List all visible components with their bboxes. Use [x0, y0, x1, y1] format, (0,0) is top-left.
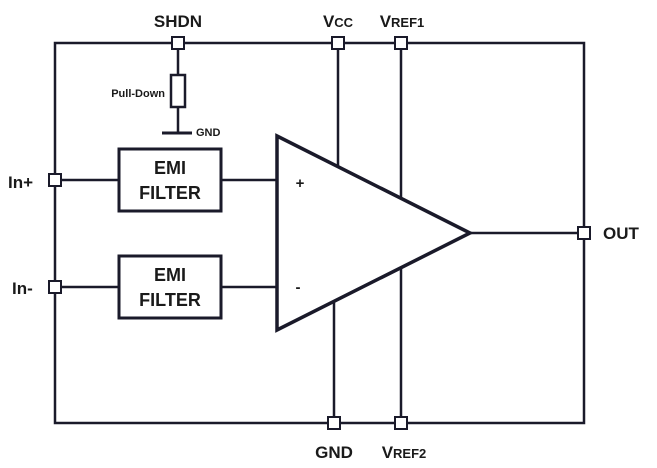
in-minus-pin — [48, 280, 62, 294]
pull-down-gnd-label: GND — [196, 127, 221, 139]
vcc-label-sub: CC — [334, 15, 353, 30]
pull-down-resistor — [169, 73, 187, 109]
gnd-pin — [327, 416, 341, 430]
vref2-label-sub: REF2 — [393, 446, 426, 461]
shdn-pin — [171, 36, 185, 50]
out-pin — [577, 226, 591, 240]
vref2-label: VREF2 — [382, 443, 427, 462]
vref2-label-main: V — [382, 443, 394, 462]
in-plus-pin — [48, 173, 62, 187]
vref1-label: VREF1 — [380, 12, 425, 31]
vref1-label-sub: REF1 — [391, 15, 424, 30]
gnd-label: GND — [315, 443, 353, 462]
vcc-pin — [331, 36, 345, 50]
op-amp-minus-sign: - — [296, 279, 301, 296]
vref1-label-main: V — [380, 12, 392, 31]
vref1-pin — [394, 36, 408, 50]
emi-filter-plus-line1: EMI — [154, 158, 186, 178]
emi-filter-minus-line1: EMI — [154, 265, 186, 285]
vcc-label-main: V — [323, 12, 335, 31]
pull-down-label: Pull-Down — [111, 88, 165, 100]
vcc-label: VCC — [323, 12, 354, 31]
emi-filter-plus: EMI FILTER — [117, 147, 223, 213]
in-plus-label: In+ — [8, 173, 33, 192]
emi-filter-minus: EMI FILTER — [117, 254, 223, 320]
emi-filter-plus-line2: FILTER — [139, 183, 201, 203]
vref2-pin — [394, 416, 408, 430]
op-amp-plus-sign: + — [296, 175, 305, 192]
out-label: OUT — [603, 224, 640, 243]
in-minus-label: In- — [12, 279, 33, 298]
op-amp-triangle — [275, 133, 474, 333]
shdn-label: SHDN — [154, 12, 202, 31]
emi-filter-minus-line2: FILTER — [139, 290, 201, 310]
